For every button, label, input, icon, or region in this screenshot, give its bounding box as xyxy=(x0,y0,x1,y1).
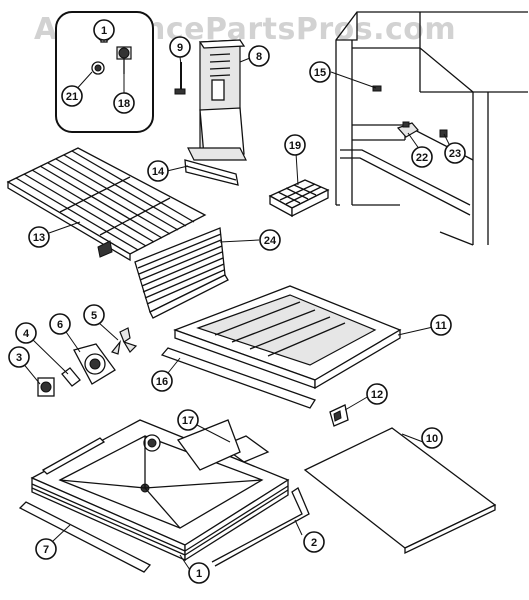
callout-c9: 9 xyxy=(169,36,191,58)
callout-label: 4 xyxy=(23,328,30,340)
part-22-bracket xyxy=(396,121,419,138)
callout-label: 1 xyxy=(196,568,202,580)
part-6-fan-shroud xyxy=(73,343,116,385)
part-8-shroud xyxy=(187,39,247,161)
callout-c22: 22 xyxy=(411,146,433,168)
leader-lines xyxy=(21,30,453,571)
part-14-bracket xyxy=(184,159,239,186)
part-23-clip xyxy=(439,129,448,138)
callout-label: 22 xyxy=(416,152,428,164)
part-10-cover-panel xyxy=(303,427,497,555)
part-11-glass-shelf xyxy=(173,285,402,390)
callout-label: 7 xyxy=(43,544,49,556)
callout-c5: 5 xyxy=(83,304,105,326)
callout-label: 1 xyxy=(101,25,107,37)
callout-c6: 6 xyxy=(49,313,71,335)
callout-label: 17 xyxy=(182,415,194,427)
callout-c10: 10 xyxy=(421,427,443,449)
callout-c16: 16 xyxy=(151,370,173,392)
callout-c21: 21 xyxy=(61,85,83,107)
callout-label: 8 xyxy=(256,51,262,63)
callout-label: 21 xyxy=(66,91,78,103)
callout-c1a: 1 xyxy=(93,19,115,41)
part-24-crisper-cover xyxy=(134,227,229,319)
callout-label: 3 xyxy=(16,352,22,364)
callout-label: 9 xyxy=(177,42,183,54)
callout-label: 15 xyxy=(314,67,326,79)
part-7-gasket-strip xyxy=(18,501,152,573)
part-1-liner-tray xyxy=(30,419,290,562)
callout-label: 19 xyxy=(289,140,301,152)
callout-c3: 3 xyxy=(8,346,30,368)
part-5-fan-blade xyxy=(110,327,138,355)
callout-label: 13 xyxy=(33,232,45,244)
callout-c11: 11 xyxy=(430,314,452,336)
callout-c13: 13 xyxy=(28,226,50,248)
part-9-screw xyxy=(174,62,186,95)
callout-c4: 4 xyxy=(15,322,37,344)
callout-label: 14 xyxy=(152,166,165,178)
part-2-gasket-strip xyxy=(211,487,310,567)
callout-label: 11 xyxy=(435,320,447,332)
callout-label: 24 xyxy=(264,235,277,247)
callout-label: 16 xyxy=(156,376,168,388)
callout-label: 12 xyxy=(371,389,383,401)
callout-c1b: 1 xyxy=(188,562,210,584)
callout-c19: 19 xyxy=(284,134,306,156)
callout-c23: 23 xyxy=(444,142,466,164)
callout-label: 2 xyxy=(311,537,317,549)
callout-c15: 15 xyxy=(309,61,331,83)
callout-c17: 17 xyxy=(177,409,199,431)
callout-c2: 2 xyxy=(303,531,325,553)
callout-c14: 14 xyxy=(147,160,169,182)
callout-c7: 7 xyxy=(35,538,57,560)
callout-label: 5 xyxy=(91,310,97,322)
callout-label: 23 xyxy=(449,148,461,160)
part-3-motor xyxy=(37,377,55,397)
callout-c12: 12 xyxy=(366,383,388,405)
callout-label: 6 xyxy=(57,319,63,331)
callout-label: 10 xyxy=(426,433,438,445)
part-19-ice-tray xyxy=(268,179,330,218)
part-12-bracket xyxy=(329,404,349,427)
callout-c24: 24 xyxy=(259,229,281,251)
callout-c18: 18 xyxy=(113,92,135,114)
part-15-screw xyxy=(372,85,382,92)
part-16-trim-strip xyxy=(160,347,316,409)
cabinet-outline xyxy=(335,11,528,246)
part-1-rear-strip xyxy=(41,437,106,475)
part-13-wire-shelf xyxy=(6,147,207,262)
callout-label: 18 xyxy=(118,98,130,110)
callout-c8: 8 xyxy=(248,45,270,67)
